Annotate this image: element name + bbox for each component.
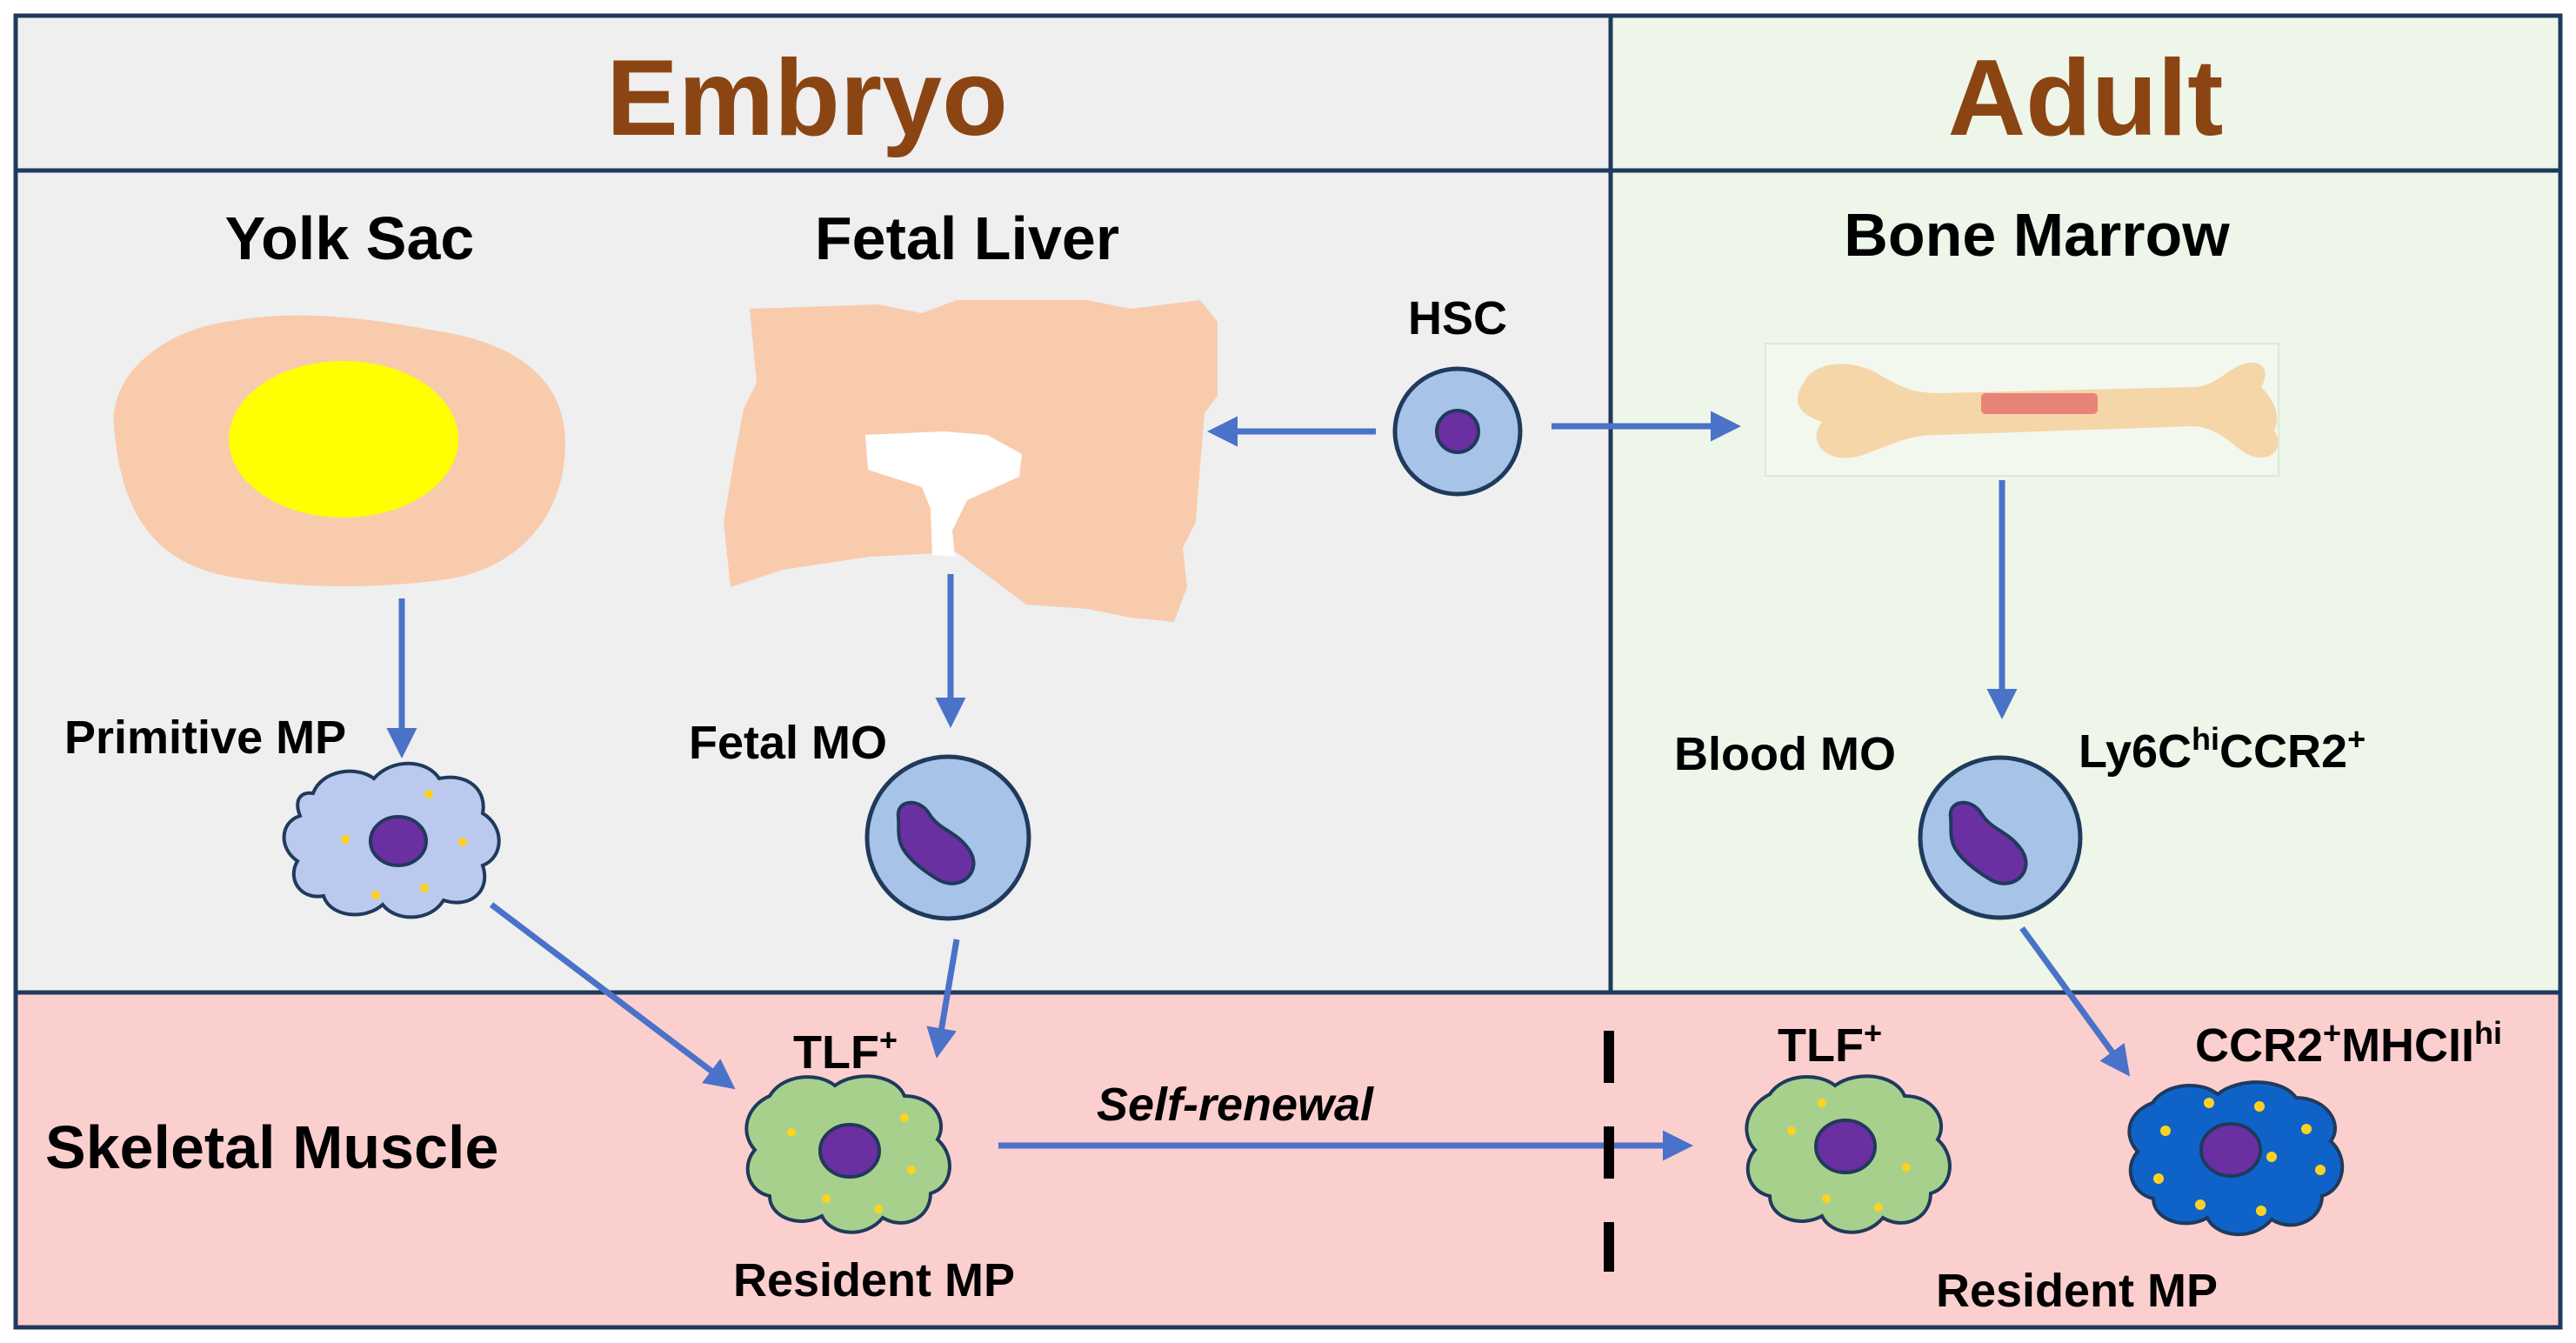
- ly6c-ccr2-label: Ly6ChiCCR2+: [2079, 721, 2366, 778]
- primitive-mp-label: Primitive MP: [64, 712, 346, 764]
- blood-mo-label: Blood MO: [1674, 728, 1896, 780]
- self-renewal-label: Self-renewal: [1097, 1079, 1374, 1131]
- arrow-primitive-mp-to-resident-mp: [489, 902, 736, 1090]
- primitive-mp-cell: [282, 761, 501, 919]
- fetal-liver-title: Fetal Liver: [815, 204, 1119, 272]
- ccr2-mhcii-label: CCR2+MHCIIhi: [2195, 1015, 2502, 1072]
- arrow-fetal-mo-to-resident-mp: [926, 939, 960, 1059]
- embryo-header: Embryo: [606, 38, 1008, 158]
- nucleus-icon: [369, 815, 428, 867]
- adult-header: Adult: [1948, 38, 2224, 158]
- hsc-cell: [1392, 366, 1523, 497]
- hsc-label: HSC: [1408, 292, 1507, 344]
- ccr2-mhcii-cell: [2127, 1080, 2345, 1237]
- skeletal-muscle-title: Skeletal Muscle: [45, 1113, 498, 1181]
- yolk-sac-illustration: [113, 315, 565, 587]
- yolk-icon: [229, 361, 458, 518]
- embryo-panel: [13, 168, 1613, 995]
- resident-mp-right-cell: [1745, 1074, 1952, 1234]
- resident-mp-left-cell: [744, 1074, 951, 1234]
- arrow-blood-mo-to-ccr2-mp: [2019, 925, 2131, 1077]
- fetal-liver-illustration: [724, 300, 1218, 622]
- bone-illustration: [1765, 343, 2279, 477]
- embryo-header-panel: [13, 13, 1613, 173]
- adult-panel: [1608, 168, 2563, 995]
- tlf-right-label: TLF+: [1778, 1015, 1882, 1072]
- yolk-sac-title: Yolk Sac: [225, 204, 475, 272]
- nucleus-icon: [1435, 409, 1480, 454]
- fetal-mo-label: Fetal MO: [689, 717, 887, 769]
- nucleus-icon: [818, 1123, 881, 1179]
- tlf-left-label: TLF+: [793, 1022, 898, 1079]
- resident-mp-left-label: Resident MP: [733, 1254, 1015, 1306]
- resident-mp-right-label: Resident MP: [1936, 1265, 2218, 1317]
- nucleus-icon: [2199, 1122, 2262, 1178]
- fetal-mo-cell: [864, 754, 1031, 921]
- bone-marrow-title: Bone Marrow: [1844, 201, 2230, 269]
- nucleus-icon: [1814, 1119, 1877, 1174]
- adult-header-panel: [1608, 13, 2563, 173]
- blood-mo-cell: [1918, 755, 2083, 920]
